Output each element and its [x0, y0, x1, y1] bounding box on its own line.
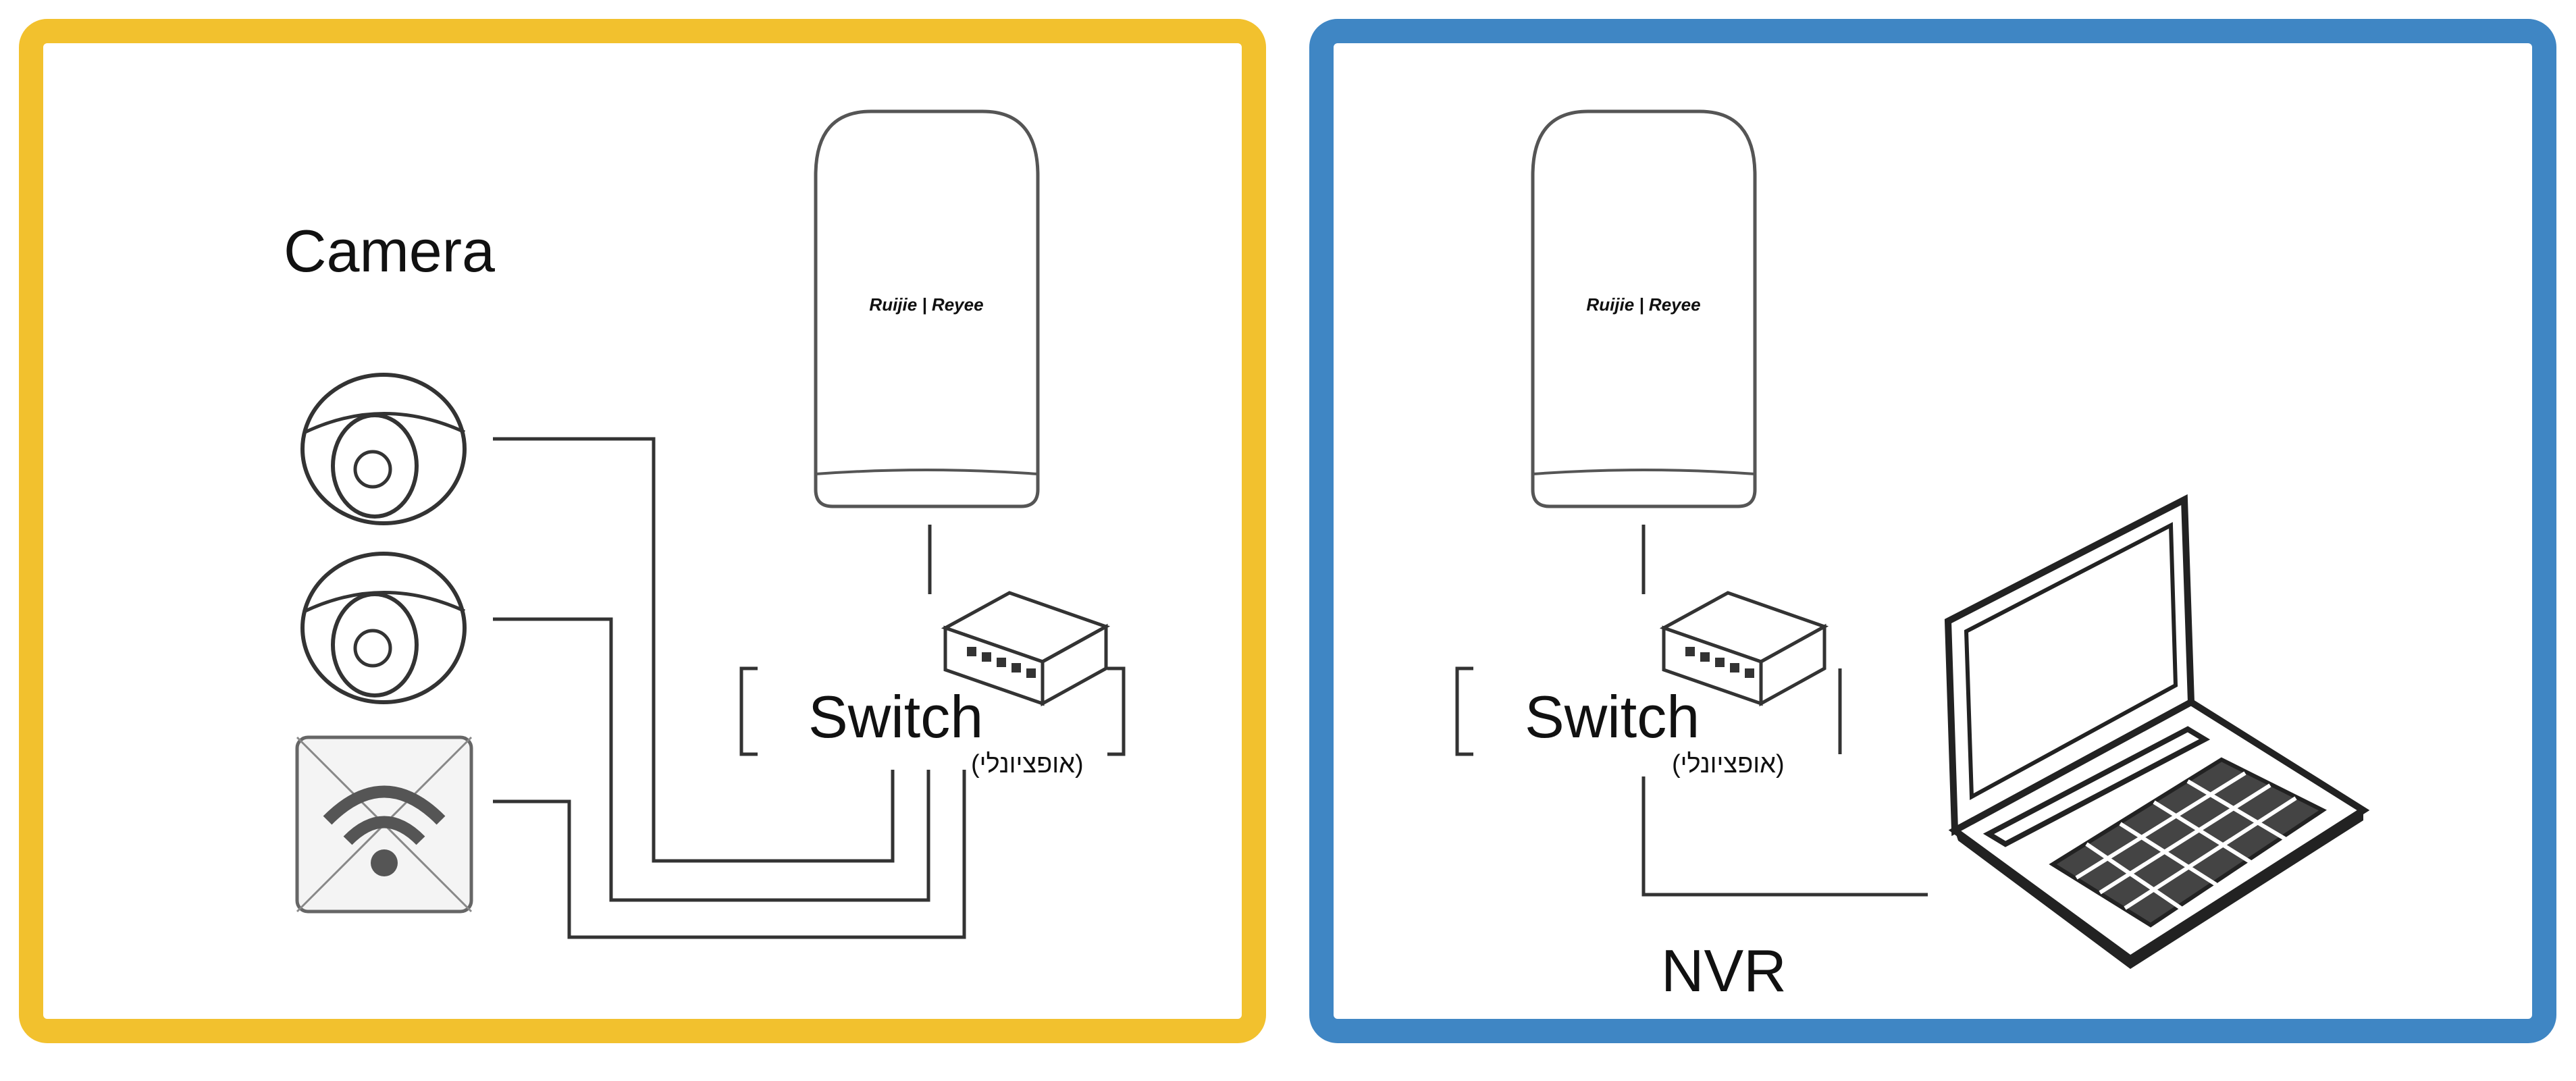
switch-optional-label-right: (אופציונלי) [1672, 750, 1785, 779]
switch-label-right: Switch [1525, 683, 1700, 750]
wireless-bridge-left: Ruijie | Reyee [814, 109, 1040, 508]
switch-device-right [1659, 591, 1829, 707]
switch-label-left: Switch [808, 683, 983, 750]
switch-bracket-left-open [739, 666, 758, 756]
dome-camera-icon [300, 373, 467, 525]
dome-camera-icon [300, 552, 467, 704]
link-camera2-switch [493, 617, 930, 902]
brand-logo-right: Ruijie | Reyee [1586, 294, 1700, 315]
switch-optional-label-left: (אופציונלי) [971, 750, 1084, 779]
wireless-bridge-right: Ruijie | Reyee [1531, 109, 1757, 508]
right-panel-frame [1309, 19, 2556, 1043]
link-camera1-switch [493, 437, 895, 863]
link-ap-switch [493, 770, 966, 939]
link-switch-nvr [1641, 776, 1928, 897]
brand-logo-left: Ruijie | Reyee [869, 294, 983, 315]
laptop-icon [1944, 494, 2370, 969]
camera-label: Camera [284, 217, 495, 284]
switch-device-left [941, 591, 1111, 707]
switch-bracket-right-open [1455, 666, 1473, 756]
nvr-label: NVR [1661, 937, 1787, 1004]
left-panel-frame [19, 19, 1266, 1043]
wireless-access-point-icon [295, 735, 473, 914]
switch-bracket-left-close [1107, 666, 1126, 756]
